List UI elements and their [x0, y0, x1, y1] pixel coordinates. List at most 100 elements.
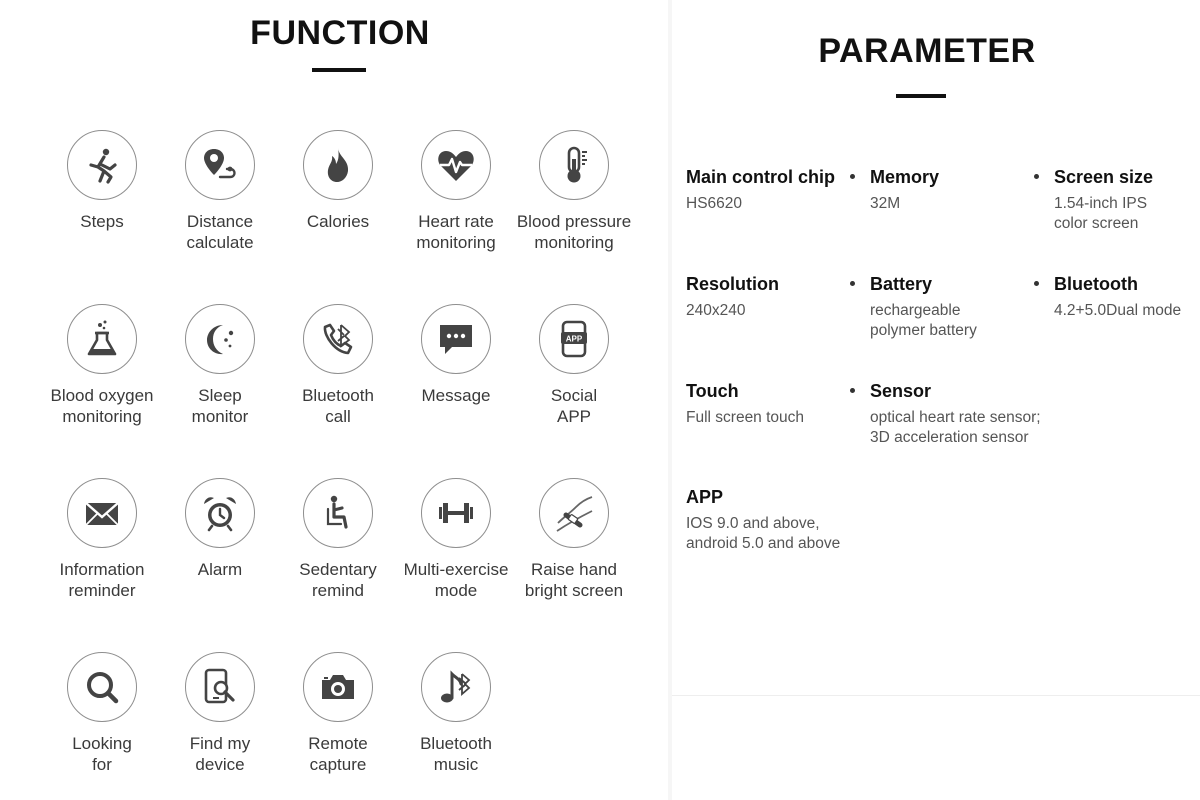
- feature-label: Heart rate monitoring: [386, 211, 526, 253]
- parameter-value: IOS 9.0 and above,android 5.0 and above: [686, 514, 840, 554]
- feature-label-line: Alarm: [197, 560, 243, 579]
- parameter-label: Resolution: [686, 274, 779, 294]
- feature-label-line: Multi-exercise: [403, 560, 509, 579]
- feature-icon-circle: [185, 652, 255, 722]
- parameter-label: APP: [686, 487, 724, 507]
- flame-icon: [327, 148, 349, 182]
- feature-label: Looking for: [32, 733, 172, 775]
- running-person-icon: [89, 148, 117, 184]
- parameter-title-underline: [896, 94, 946, 98]
- feature-label-line: Blood oxygen: [50, 386, 154, 405]
- chat-bubble-icon: [440, 325, 472, 354]
- feature-icon-circle: [67, 478, 137, 548]
- feature-icon-circle: [539, 130, 609, 200]
- parameter-value: HS6620: [686, 194, 835, 214]
- feature-label-line: Information: [59, 560, 145, 579]
- feature-label-line: monitoring: [62, 407, 142, 426]
- feature-label: Blood oxygen monitoring: [32, 385, 172, 427]
- feature-icon-circle: [421, 478, 491, 548]
- feature-icon-circle: [303, 304, 373, 374]
- parameter-value-line: 240x240: [686, 302, 746, 319]
- parameter-value: 240x240: [686, 301, 779, 321]
- feature-label-line: monitor: [191, 407, 249, 426]
- location-route-icon: [204, 149, 236, 179]
- flask-icon: [87, 320, 117, 356]
- feature-item: Heart rate monitoring: [386, 130, 526, 253]
- feature-label-line: remind: [312, 581, 364, 600]
- feature-label: Multi-exercise mode: [386, 559, 526, 601]
- app-phone-icon: APP: [561, 320, 587, 358]
- dumbbell-icon: [439, 503, 473, 523]
- heart-pulse-icon: [438, 151, 474, 181]
- parameter-label: Touch: [686, 381, 739, 401]
- feature-icon-circle: [421, 304, 491, 374]
- feature-label-line: Steps: [80, 212, 124, 231]
- parameter-bullet: [1034, 174, 1039, 179]
- feature-icon-circle: [67, 304, 137, 374]
- feature-icon-circle: [185, 304, 255, 374]
- camera-icon: [322, 675, 354, 699]
- parameter-value-line: 4.2+5.0Dual mode: [1054, 302, 1182, 319]
- parameter-value-line: optical heart rate sensor;: [870, 409, 1041, 426]
- feature-label: Alarm: [150, 559, 290, 580]
- feature-item: Message: [386, 304, 526, 406]
- find-phone-icon: [204, 668, 235, 704]
- feature-item: Steps: [32, 130, 172, 232]
- phone-bluetooth-icon: [323, 323, 353, 355]
- feature-label: Message: [386, 385, 526, 406]
- parameter-value: 4.2+5.0Dual mode: [1054, 301, 1181, 321]
- svg-text:APP: APP: [566, 335, 583, 344]
- envelope-icon: [85, 502, 119, 526]
- feature-label-line: Blood pressure: [516, 212, 632, 231]
- feature-label-line: Heart rate: [418, 212, 494, 231]
- parameter-label: Sensor: [870, 381, 932, 401]
- parameter-item: Resolution 240x240: [686, 273, 779, 321]
- parameter-bullet: [850, 281, 855, 286]
- parameter-label: Screen size: [1054, 167, 1154, 187]
- feature-label: Calories: [268, 211, 408, 232]
- feature-label: Blood pressure monitoring: [504, 211, 644, 253]
- feature-item: Bluetooth music: [386, 652, 526, 775]
- feature-icon-circle: [303, 478, 373, 548]
- feature-label: Bluetooth music: [386, 733, 526, 775]
- parameter-value: 32M: [870, 194, 939, 214]
- feature-item: Alarm: [150, 478, 290, 580]
- feature-label-line: Bluetooth: [302, 386, 374, 405]
- feature-label-line: monitoring: [534, 233, 614, 252]
- function-title-underline: [312, 68, 366, 72]
- feature-label-line: Bluetooth: [420, 734, 492, 753]
- feature-label-line: APP: [556, 407, 592, 426]
- feature-label-line: Social: [550, 386, 598, 405]
- feature-label-line: music: [433, 755, 479, 774]
- feature-label: Steps: [32, 211, 172, 232]
- feature-icon-circle: [67, 652, 137, 722]
- feature-item: Calories: [268, 130, 408, 232]
- feature-label-line: for: [92, 755, 112, 774]
- feature-label-line: Looking: [72, 734, 132, 753]
- feature-label-line: Remote: [308, 734, 368, 753]
- feature-label-line: mode: [434, 581, 478, 600]
- parameter-value-line: color screen: [1054, 215, 1139, 232]
- feature-item: Looking for: [32, 652, 172, 775]
- feature-label-line: device: [195, 755, 245, 774]
- alarm-clock-icon: [204, 497, 236, 532]
- feature-label-line: monitoring: [416, 233, 496, 252]
